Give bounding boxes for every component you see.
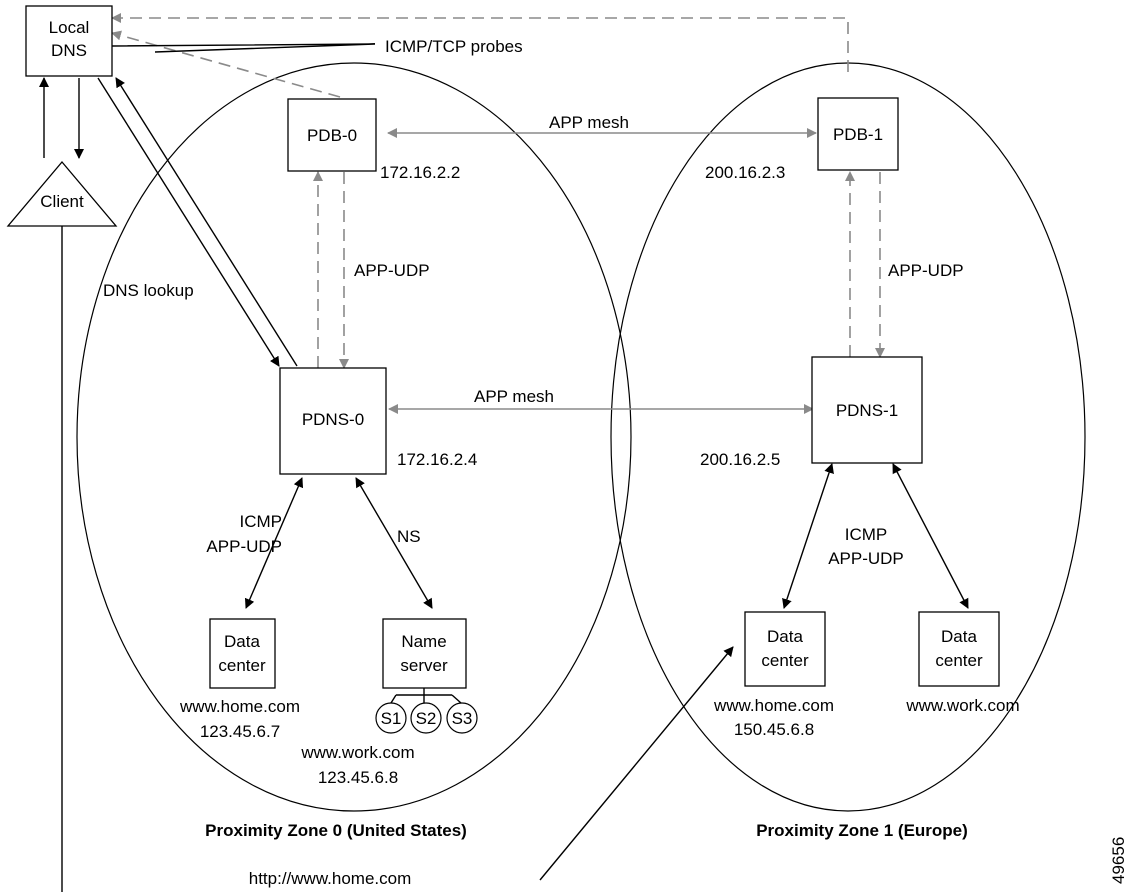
- ns0-address-1: www.work.com: [300, 743, 414, 762]
- local-dns-label-2: DNS: [51, 41, 87, 60]
- data-center-zone0: Data center: [209, 618, 276, 689]
- pdns1-address: 200.16.2.5: [700, 450, 780, 469]
- dc1b-address: www.work.com: [905, 696, 1019, 715]
- dc0-label-2: center: [218, 656, 266, 675]
- zone-0-title: Proximity Zone 0 (United States): [205, 821, 467, 840]
- app-udp-0-label: APP-UDP: [354, 261, 430, 280]
- local-dns-node: Local DNS: [25, 5, 113, 77]
- server-s2: S2: [410, 702, 442, 734]
- local-dns-label-1: Local: [49, 18, 90, 37]
- client-label: Client: [40, 192, 84, 211]
- app-udp-1-label: APP-UDP: [888, 261, 964, 280]
- pdb0-label: PDB-0: [307, 126, 357, 145]
- client-node: Client: [6, 160, 118, 227]
- dc1b-label-1: Data: [941, 627, 977, 646]
- pdns1-label: PDNS-1: [836, 401, 898, 420]
- url-pointer: [539, 646, 734, 881]
- dc1a-label-2: center: [761, 651, 809, 670]
- ns-label: NS: [397, 527, 421, 546]
- server-s2-label: S2: [416, 709, 437, 728]
- ns0-address-2: 123.45.6.8: [318, 768, 398, 787]
- server-tree: [390, 688, 462, 704]
- dc1a-address-2: 150.45.6.8: [734, 720, 814, 739]
- pdb1-node: PDB-1: [817, 97, 899, 171]
- dns-lookup-label: DNS lookup: [103, 281, 194, 300]
- dc0-address-2: 123.45.6.7: [200, 722, 280, 741]
- ns-link: [355, 477, 433, 609]
- dc1a-label-1: Data: [767, 627, 803, 646]
- icmp-1-label-2: APP-UDP: [828, 549, 904, 568]
- data-center-zone1-home: Data center: [744, 611, 826, 687]
- icmp-1-label-1: ICMP: [845, 525, 888, 544]
- icmp-0-label-1: ICMP: [240, 512, 283, 531]
- dns-lookup-response: [115, 77, 298, 367]
- pdns0-label: PDNS-0: [302, 410, 364, 429]
- server-s3: S3: [446, 702, 478, 734]
- probes-callout: [111, 43, 376, 53]
- server-s1: S1: [375, 702, 407, 734]
- server-s1-label: S1: [381, 709, 402, 728]
- probes-label: ICMP/TCP probes: [385, 37, 523, 56]
- name-server-zone0: Name server: [382, 618, 467, 689]
- probe-from-pdb0: [111, 30, 341, 98]
- zone-1-title: Proximity Zone 1 (Europe): [756, 821, 968, 840]
- pdb0-node: PDB-0: [287, 98, 377, 172]
- figure-id: 49656: [1109, 837, 1128, 884]
- icmp-link-1: [782, 463, 834, 609]
- url-label: http://www.home.com: [249, 869, 412, 888]
- dc0-label-1: Data: [224, 632, 260, 651]
- dc1a-address-1: www.home.com: [713, 696, 834, 715]
- ns0-label-1: Name: [401, 632, 446, 651]
- app-mesh-mid-label: APP mesh: [474, 387, 554, 406]
- zone-0-boundary: [76, 62, 632, 812]
- pdns0-node: PDNS-0: [279, 367, 387, 475]
- dc1b-label-2: center: [935, 651, 983, 670]
- data-center-zone1-work: Data center: [918, 611, 1000, 687]
- pdns0-address: 172.16.2.4: [397, 450, 477, 469]
- ns0-label-2: server: [400, 656, 448, 675]
- pdb1-label: PDB-1: [833, 125, 883, 144]
- dns-lookup-request: [97, 77, 280, 367]
- icmp-0-label-2: APP-UDP: [206, 537, 282, 556]
- server-s3-label: S3: [452, 709, 473, 728]
- pdb0-address: 172.16.2.2: [380, 163, 460, 182]
- pdns1-to-work-dc: [892, 463, 969, 609]
- dc0-address-1: www.home.com: [179, 697, 300, 716]
- app-mesh-top-label: APP mesh: [549, 113, 629, 132]
- icmp-link-0: [244, 477, 304, 609]
- pdns1-node: PDNS-1: [811, 356, 923, 464]
- pdb1-address: 200.16.2.3: [705, 163, 785, 182]
